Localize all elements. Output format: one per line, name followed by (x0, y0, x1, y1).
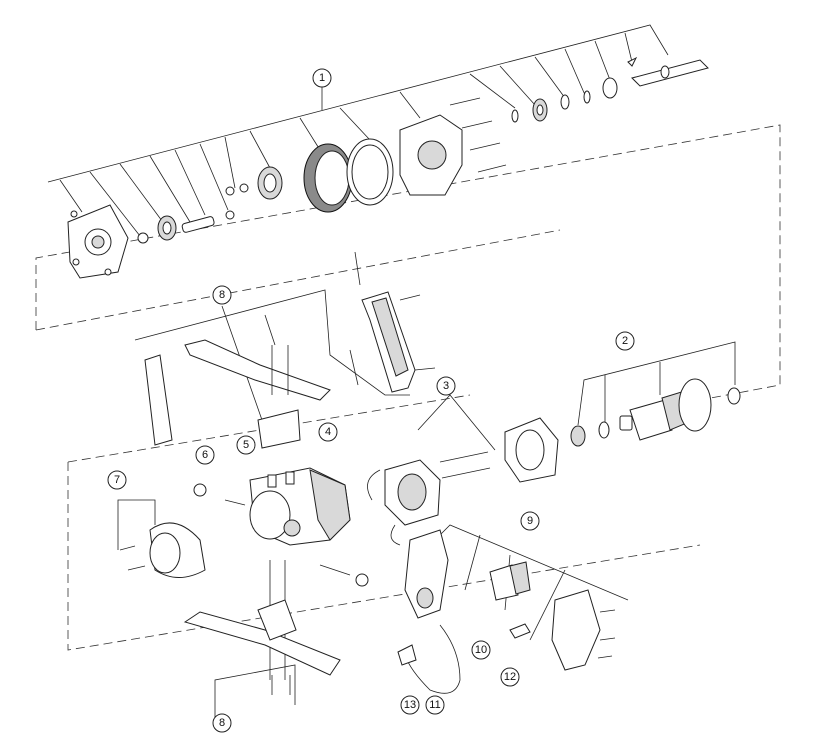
callout-number: 12 (504, 671, 516, 683)
callout-c2: 2 (615, 331, 635, 351)
guard-screws (119, 545, 146, 571)
callout-circle (400, 695, 420, 715)
callout-c7: 7 (107, 470, 127, 490)
callout-number: 8 (219, 717, 225, 729)
capacitor (509, 623, 531, 639)
callout-c3: 3 (436, 376, 456, 396)
callout-c8a: 8 (212, 285, 232, 305)
callout-circle (520, 511, 540, 531)
housing-screws (449, 97, 507, 173)
callout-number: 9 (527, 515, 533, 527)
fan-baffle (504, 417, 559, 483)
callout-circle (212, 285, 232, 305)
callout-circle (312, 68, 332, 88)
callout-c12: 12 (500, 667, 520, 687)
gear-housing-front-cover (67, 204, 129, 279)
upper-handle-bar (144, 339, 331, 449)
housing-side-screw (319, 564, 369, 587)
switch-cover (349, 251, 436, 393)
callout-number: 8 (219, 289, 225, 301)
switch-block (489, 561, 531, 601)
callout-number: 6 (202, 449, 208, 461)
callout-number: 3 (443, 380, 449, 392)
callout-circle (615, 331, 635, 351)
callout-number: 1 (319, 72, 325, 84)
leader-lines-group-1 (47, 24, 669, 237)
cover-screws (597, 609, 616, 659)
callout-circle (436, 376, 456, 396)
field-stator (367, 459, 441, 546)
callout-number: 4 (325, 426, 331, 438)
callout-circle (500, 667, 520, 687)
callout-circle (236, 435, 256, 455)
output-spindle-parts (511, 56, 709, 123)
callout-c5: 5 (236, 435, 256, 455)
gasket (346, 138, 394, 206)
callout-number: 13 (404, 699, 416, 711)
lower-handle-screws (271, 675, 291, 695)
callout-circle (107, 470, 127, 490)
callout-c8b: 8 (212, 713, 232, 733)
callout-circle (425, 695, 445, 715)
gear-housing-rear (399, 114, 463, 196)
callout-c6: 6 (195, 445, 215, 465)
callout-number: 2 (622, 335, 628, 347)
callout-c1: 1 (312, 68, 332, 88)
callout-circle (212, 713, 232, 733)
callout-c11: 11 (425, 695, 445, 715)
callout-number: 5 (243, 439, 249, 451)
small-gears-and-spacers (137, 183, 249, 244)
handle-clamp-screws (271, 345, 289, 395)
callout-circle (195, 445, 215, 465)
side-cover-plate (551, 589, 601, 671)
leader-lines-group-2 (577, 341, 736, 426)
callout-c13: 13 (400, 695, 420, 715)
ring-gear (303, 143, 353, 213)
main-gear (257, 166, 283, 200)
field-screws (439, 451, 491, 479)
lower-handle-bar (183, 599, 341, 676)
guard-cover (149, 522, 206, 578)
callout-number: 11 (429, 699, 440, 711)
callout-circle (318, 422, 338, 442)
callout-number: 10 (475, 644, 487, 656)
callout-c9: 9 (520, 511, 540, 531)
power-cable (397, 624, 461, 694)
callout-number: 7 (114, 474, 120, 486)
motor-housing (249, 467, 351, 546)
callout-c4: 4 (318, 422, 338, 442)
rear-handle-housing (404, 529, 449, 619)
callout-c10: 10 (471, 640, 491, 660)
callout-circle (471, 640, 491, 660)
armature-assembly (570, 378, 741, 447)
leader-lines-group-3 (417, 394, 496, 451)
leader-lines-group-7 (117, 499, 156, 550)
part-6-nut (193, 483, 207, 497)
part-5-screw (224, 499, 246, 506)
